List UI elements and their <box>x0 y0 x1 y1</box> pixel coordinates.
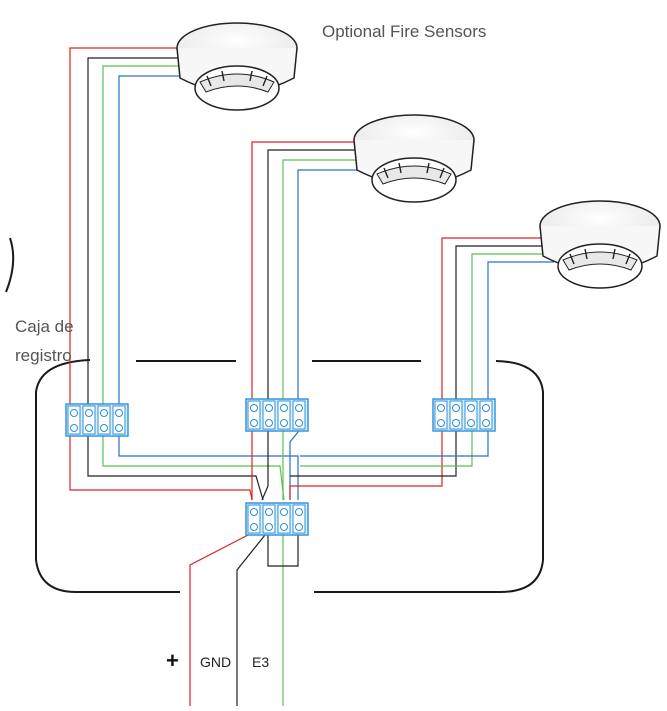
junction-box-outline <box>5 237 544 593</box>
wire-black-sensor-2 <box>261 149 364 501</box>
wire-blue-sensor-3 <box>300 261 554 457</box>
fire-sensor-2 <box>353 114 475 203</box>
wire-black-out <box>236 534 266 706</box>
terminal-block-bottom <box>245 502 309 536</box>
terminal-block-middle <box>245 398 309 432</box>
terminal-block-left <box>65 403 129 437</box>
wire-black-sensor-3 <box>290 245 550 477</box>
fire-sensor-3 <box>539 200 661 289</box>
wire-black-jumper <box>267 535 299 567</box>
wire-green-sensor-3 <box>300 253 552 467</box>
wire-blue-sensor-1 <box>118 75 299 500</box>
box-label-line-2: registro <box>15 346 72 365</box>
wire-black-sensor-1 <box>87 57 264 501</box>
wire-red-sensor-1 <box>69 47 253 501</box>
box-label-line-1: Caja de <box>15 317 74 336</box>
terminal-label-plus: + <box>166 648 179 673</box>
wire-green-sensor-2 <box>282 159 366 500</box>
terminal-blocks <box>65 398 496 536</box>
terminal-label-gnd: GND <box>200 654 232 670</box>
wire-green-sensor-1 <box>102 65 285 501</box>
wire-red-sensor-2 <box>251 141 362 500</box>
diagram-title: Optional Fire Sensors <box>322 22 487 41</box>
wire-red-out <box>189 534 249 706</box>
wire-red-sensor-3 <box>289 237 548 500</box>
wire-blue-sensor-2 <box>289 169 368 500</box>
terminal-label-e3: E3 <box>252 654 270 670</box>
wires <box>69 47 554 706</box>
terminal-block-right <box>432 398 496 432</box>
fire-sensor-1 <box>176 22 298 111</box>
